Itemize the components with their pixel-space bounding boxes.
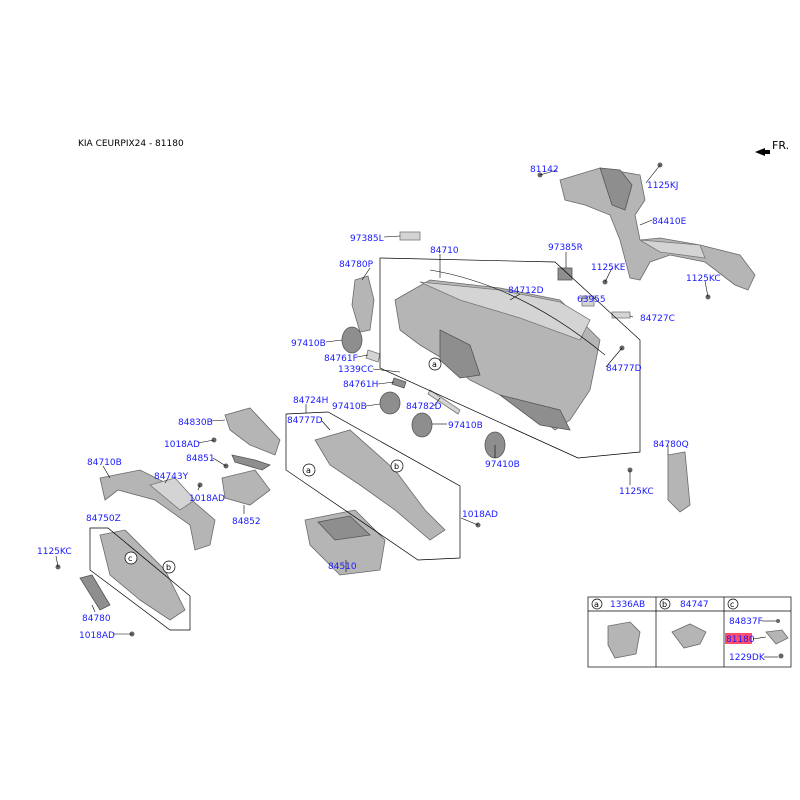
legend-84747[interactable]: 84747	[680, 600, 709, 610]
svg-text:c: c	[730, 600, 734, 609]
clip-97385R-part[interactable]	[557, 267, 573, 281]
svg-text:b: b	[662, 600, 667, 609]
legend-table	[587, 596, 792, 668]
label-1125KE[interactable]: 1125KE	[591, 263, 626, 273]
label-84410E[interactable]: 84410E	[652, 217, 687, 227]
label-63955[interactable]: 63955	[577, 295, 606, 305]
svg-text:a: a	[594, 600, 599, 609]
legend-81180[interactable]: 81180	[726, 635, 755, 645]
svg-text:b: b	[166, 563, 171, 572]
legend-cell-c: c 84837F 81180 1229DK	[725, 598, 789, 663]
label-84743Y[interactable]: 84743Y	[154, 472, 189, 482]
front-arrow-icon	[755, 148, 770, 156]
label-97385R[interactable]: 97385R	[548, 243, 583, 253]
label-97410B-left[interactable]: 97410B	[291, 339, 326, 349]
cover-84780-part[interactable]	[79, 574, 111, 611]
label-84782D[interactable]: 84782D	[406, 402, 442, 412]
label-84724H[interactable]: 84724H	[293, 396, 328, 406]
label-97410B-center-left[interactable]: 97410B	[332, 402, 367, 412]
label-97410B-right[interactable]: 97410B	[485, 460, 520, 470]
bracket-84761F-part[interactable]	[365, 349, 381, 363]
legend-1229DK[interactable]: 1229DK	[729, 653, 766, 663]
svg-text:b: b	[394, 462, 399, 471]
clip-1336AB-part	[607, 621, 641, 659]
center-fascia-part[interactable]	[314, 429, 446, 541]
label-1018AD-upper[interactable]: 1018AD	[164, 440, 200, 450]
label-1339CC[interactable]: 1339CC	[338, 365, 373, 375]
diagram-title: KIA CEURPIX24 - 81180	[78, 139, 184, 149]
label-84710B[interactable]: 84710B	[87, 458, 122, 468]
clip-84747-part	[671, 623, 707, 649]
svg-text:a: a	[432, 360, 437, 369]
air-vent-center-left-part[interactable]	[379, 391, 401, 415]
bracket-84761H-part[interactable]	[391, 377, 407, 389]
label-84780P[interactable]: 84780P	[339, 260, 374, 270]
leader-lines	[55, 164, 709, 635]
highlight-81180	[725, 633, 752, 644]
label-84510[interactable]: 84510	[328, 562, 357, 572]
label-81142[interactable]: 81142	[530, 165, 559, 175]
side-cover-right-part[interactable]	[667, 451, 691, 513]
label-1125KJ[interactable]: 1125KJ	[647, 181, 678, 191]
callout-b-center: b	[390, 459, 404, 473]
svg-text:a: a	[306, 466, 311, 475]
side-cover-left-part[interactable]	[351, 275, 375, 333]
legend-1336AB[interactable]: 1336AB	[610, 600, 645, 610]
air-vent-left-part[interactable]	[341, 326, 363, 354]
clip-97385L-part[interactable]	[399, 231, 421, 241]
callout-b-lower: b	[162, 560, 176, 574]
label-84761F[interactable]: 84761F	[324, 354, 358, 364]
label-84750Z[interactable]: 84750Z	[86, 514, 121, 524]
label-1125KC-right[interactable]: 1125KC	[619, 487, 654, 497]
cluster-fascia-part[interactable]	[224, 407, 281, 456]
callout-c-lower: c	[124, 551, 138, 565]
legend-cell-a: a 1336AB	[591, 598, 645, 659]
label-84830B[interactable]: 84830B	[178, 418, 213, 428]
front-label: FR.	[772, 139, 789, 152]
label-97385L[interactable]: 97385L	[350, 234, 384, 244]
label-84852[interactable]: 84852	[232, 517, 261, 527]
callout-a-center: a	[302, 463, 316, 477]
svg-text:c: c	[128, 554, 132, 563]
label-84761H[interactable]: 84761H	[343, 380, 378, 390]
label-84777D-main[interactable]: 84777D	[606, 364, 642, 374]
defroster-strip-part	[429, 269, 606, 356]
label-1125KC-top[interactable]: 1125KC	[686, 274, 721, 284]
label-84780[interactable]: 84780	[82, 614, 111, 624]
label-1018AD-bottom[interactable]: 1018AD	[79, 631, 115, 641]
air-vent-center-right-part[interactable]	[411, 412, 433, 438]
bracket-84782D-part[interactable]	[427, 389, 461, 415]
label-1125KC-left[interactable]: 1125KC	[37, 547, 72, 557]
lower-cover-84852-part[interactable]	[221, 469, 271, 506]
label-84780Q[interactable]: 84780Q	[653, 440, 689, 450]
bracket-81180-part	[765, 629, 789, 645]
clip-63955-part[interactable]	[581, 295, 595, 307]
group-boxes	[89, 257, 641, 631]
label-84777D-center[interactable]: 84777D	[287, 416, 323, 426]
legend-cell-b: b 84747	[659, 598, 709, 649]
label-1018AD-right[interactable]: 1018AD	[462, 510, 498, 520]
legend-84837F[interactable]: 84837F	[729, 617, 763, 627]
label-84851[interactable]: 84851	[186, 454, 215, 464]
garnish-84851-part[interactable]	[231, 454, 271, 471]
label-84727C[interactable]: 84727C	[640, 314, 675, 324]
clip-84727C-part[interactable]	[611, 311, 631, 319]
label-84710[interactable]: 84710	[430, 246, 459, 256]
label-84712D[interactable]: 84712D	[508, 286, 544, 296]
main-crash-pad-part[interactable]	[394, 279, 601, 431]
label-97410B-center-right[interactable]: 97410B	[448, 421, 483, 431]
lower-panel-part[interactable]	[99, 529, 186, 621]
callout-a-main: a	[428, 357, 442, 371]
label-1018AD-mid[interactable]: 1018AD	[189, 494, 225, 504]
cowl-crossmember-part[interactable]	[559, 167, 756, 291]
